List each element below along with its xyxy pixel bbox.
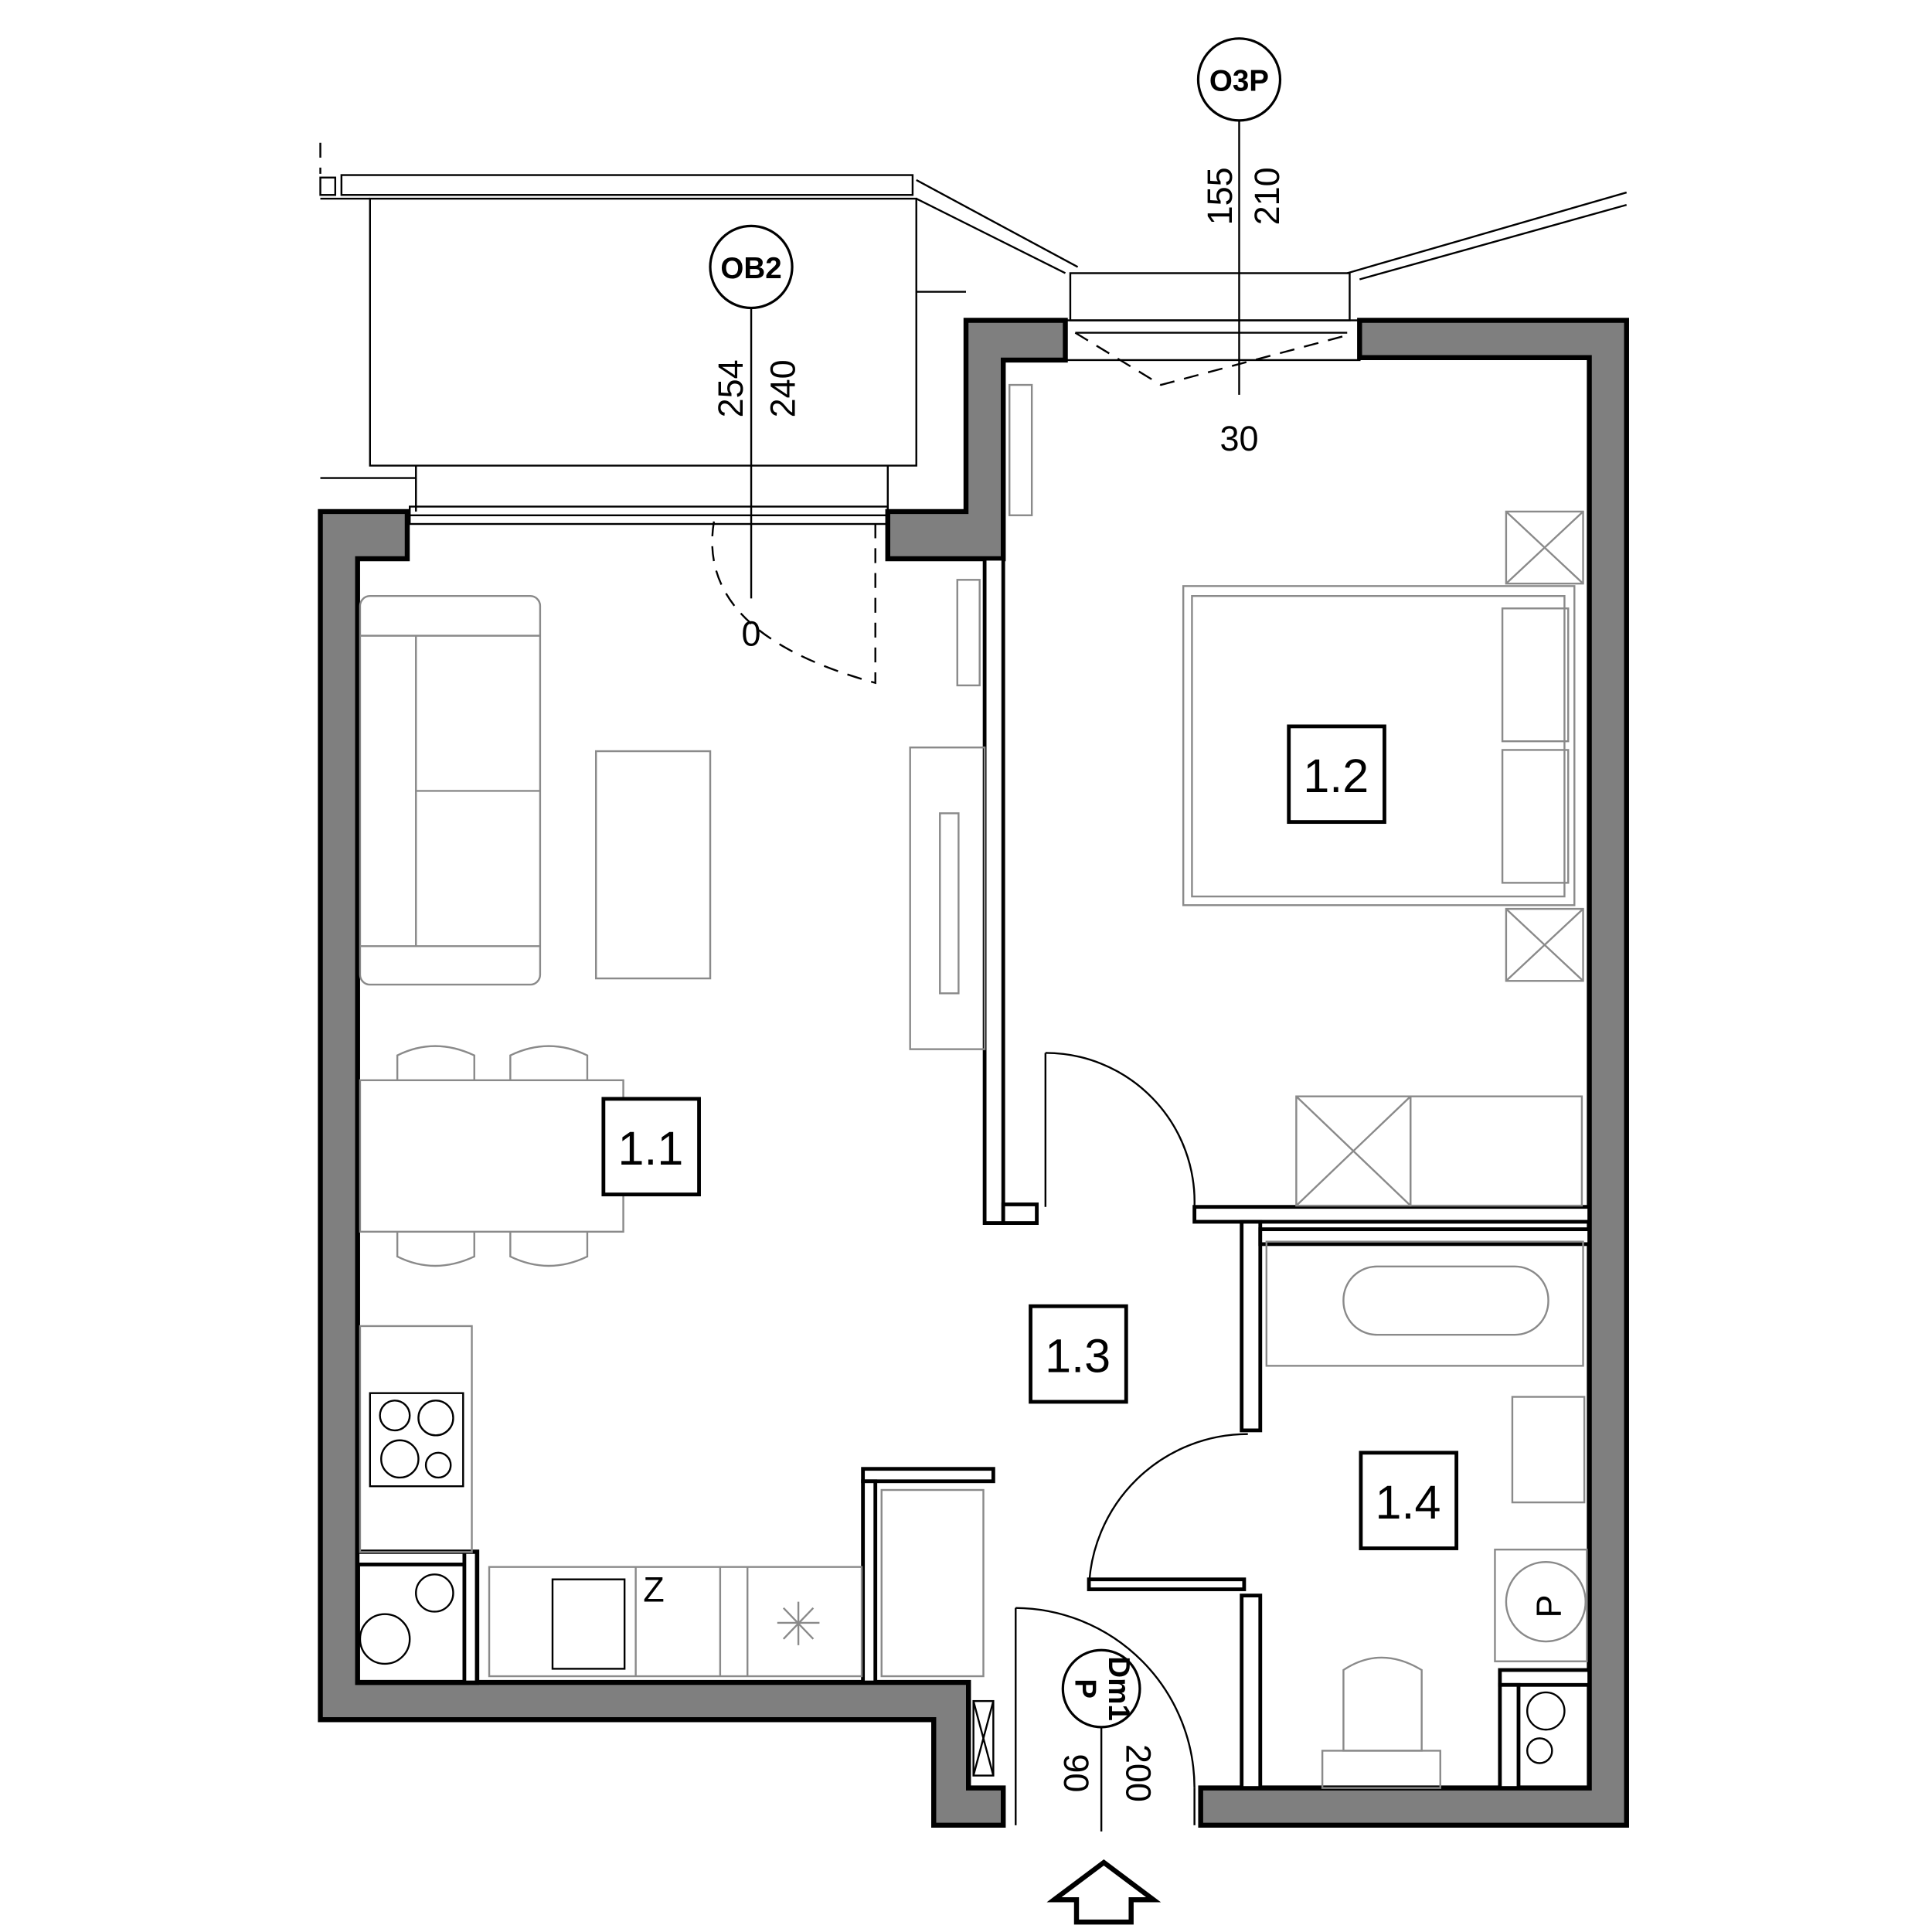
room-label-1-3: 1.3 [1045,1329,1111,1382]
entry-door-type: P [1068,1679,1101,1699]
window-tag-sill: 30 [1219,419,1258,458]
entry-door-tag: Dm1 P 90 200 [1056,1648,1158,1832]
entry-door-code: Dm1 [1102,1656,1135,1721]
openings [409,319,1361,1825]
entrance-arrow-icon [1046,1859,1162,1925]
balcony-tag-code: OB2 [720,252,781,285]
washer-label: P [1529,1595,1569,1618]
walls [318,318,1629,1828]
balcony-door-tag: OB2 254 240 0 [709,224,802,653]
balcony-tag-dim-a: 254 [711,359,750,417]
window-tag: O3P 155 210 30 [1196,37,1287,458]
window-tag-dim-b: 210 [1247,167,1287,225]
room-labels: 1.1 1.2 1.3 1.4 [601,724,1459,1550]
balcony [319,142,1628,512]
sink-label: Z [643,1570,664,1610]
room-label-1-2: 1.2 [1303,750,1369,802]
entry-door-height: 200 [1118,1744,1158,1802]
balcony-tag-dim-b: 240 [763,359,802,417]
window-tag-dim-a: 155 [1200,167,1240,225]
furniture: Z P [359,383,1588,1789]
balcony-tag-sill: 0 [742,614,761,653]
window-tag-code: O3P [1209,64,1269,97]
room-label-1-4: 1.4 [1376,1476,1441,1529]
entry-door-width: 90 [1056,1753,1096,1792]
room-label-1-1: 1.1 [617,1122,683,1175]
